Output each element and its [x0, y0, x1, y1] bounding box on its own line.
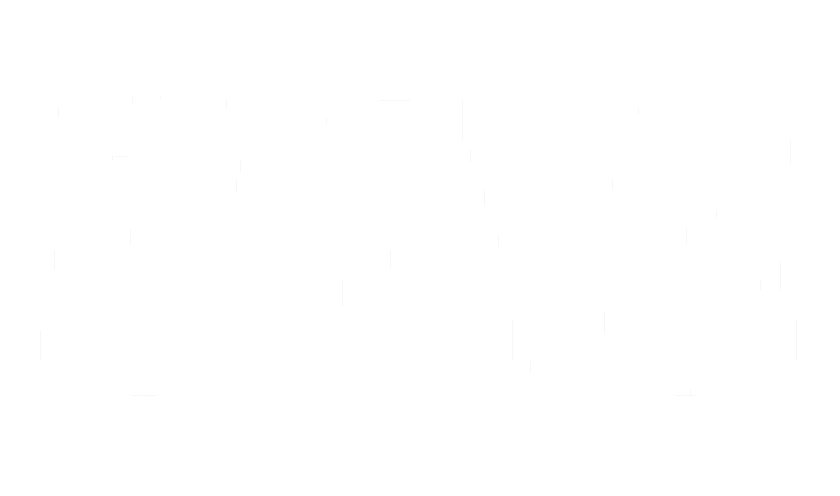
faint-artifact-mark [160, 95, 161, 99]
faint-artifact-mark [484, 190, 485, 206]
faint-artifact-mark [530, 360, 531, 372]
faint-artifact-mark [604, 312, 605, 334]
faint-artifact-mark [40, 330, 41, 360]
faint-artifact-mark [54, 250, 55, 270]
faint-artifact-mark [716, 210, 717, 218]
faint-artifact-mark [638, 108, 639, 114]
faint-artifact-mark [240, 160, 241, 172]
faint-artifact-mark [150, 395, 151, 397]
faint-artifact-mark [462, 100, 463, 140]
faint-artifact-mark [326, 118, 327, 124]
faint-artifact-line [676, 395, 696, 396]
faint-artifact-mark [690, 390, 691, 396]
faint-artifact-line [380, 100, 410, 101]
faint-artifact-mark [112, 155, 113, 161]
faint-artifact-mark [236, 180, 237, 192]
faint-artifact-mark [470, 150, 471, 162]
faint-artifact-mark [512, 320, 513, 360]
faint-artifact-mark [390, 250, 391, 268]
faint-artifact-mark [498, 236, 499, 248]
faint-artifact-line [116, 156, 128, 157]
faint-artifact-mark [612, 180, 613, 190]
faint-artifact-mark [130, 230, 131, 244]
faint-artifact-mark [58, 108, 59, 118]
faint-artifact-mark [760, 280, 761, 290]
faint-artifact-line [132, 395, 156, 396]
faint-artifact-mark [780, 262, 781, 290]
faint-artifact-mark [686, 228, 687, 244]
faint-artifact-mark [132, 95, 133, 103]
faint-artifact-mark [342, 280, 343, 306]
faint-artifact-mark [790, 140, 791, 164]
faint-artifact-mark [226, 100, 227, 108]
faint-artifact-mark [796, 320, 797, 360]
